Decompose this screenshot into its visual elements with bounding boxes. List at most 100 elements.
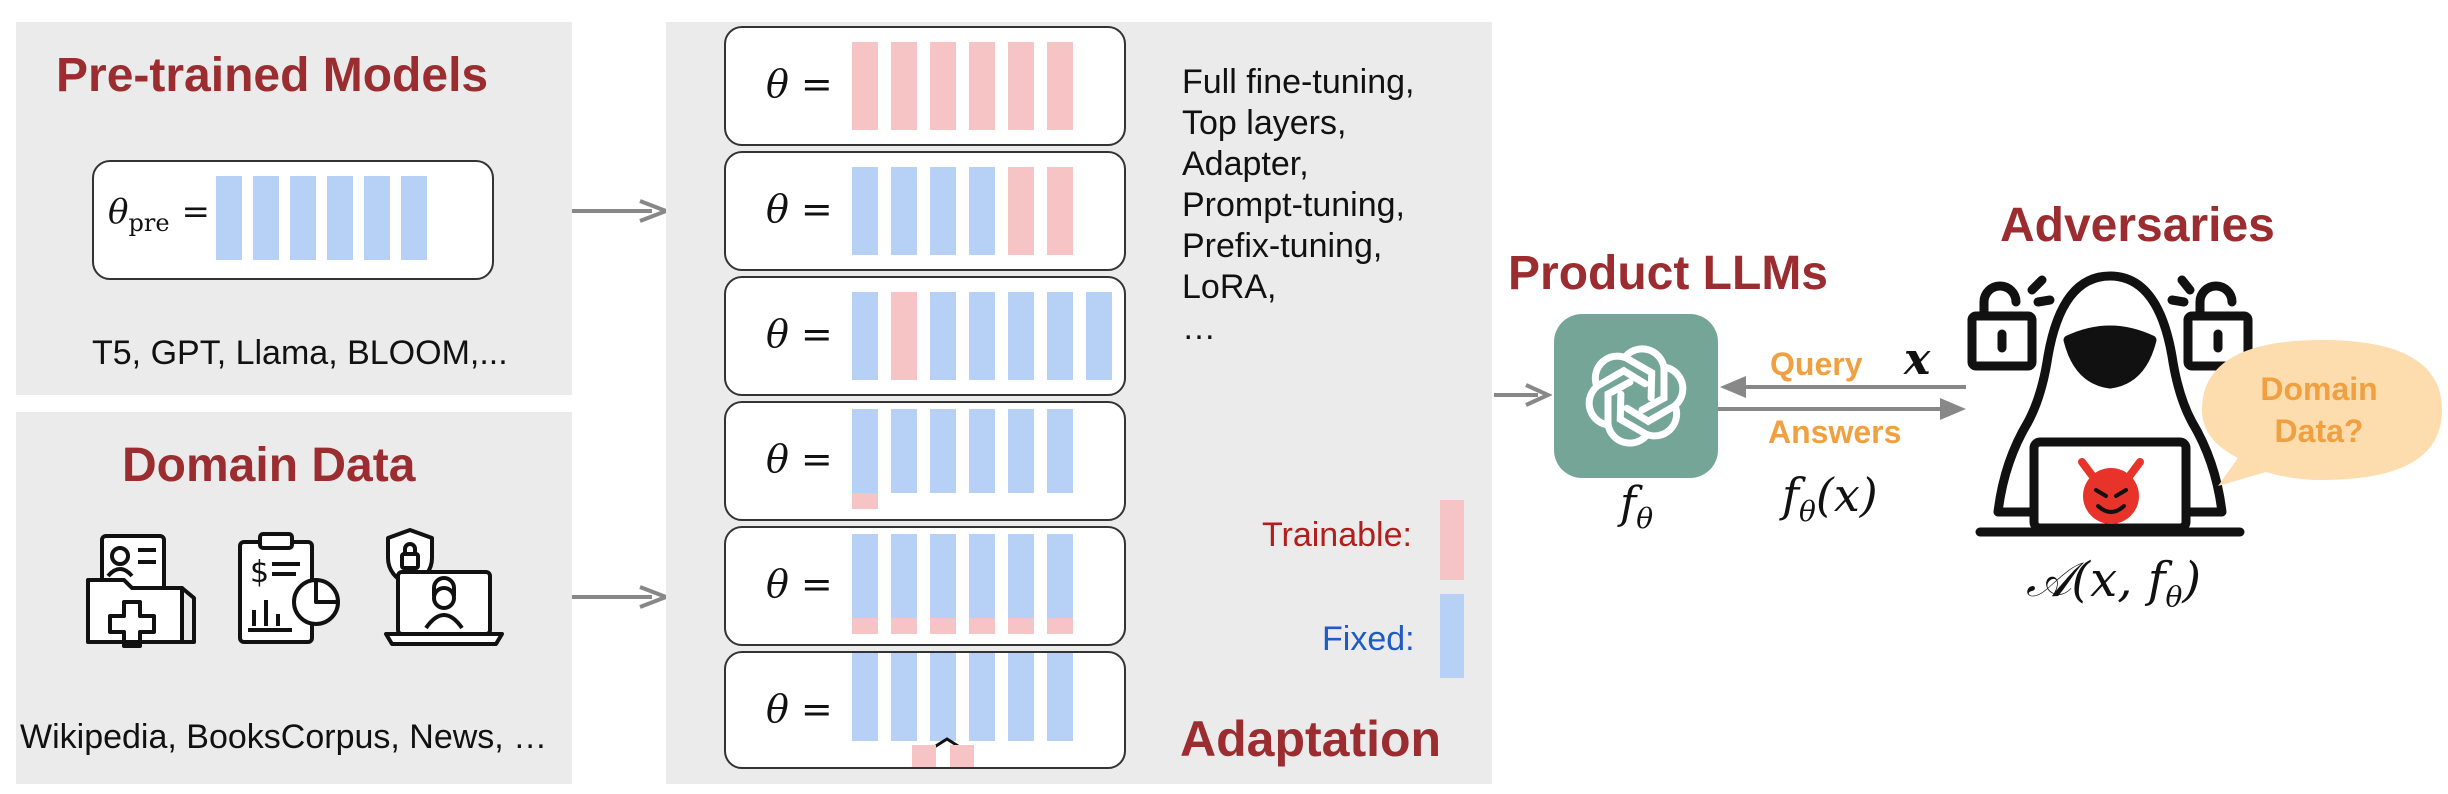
pretrained-layer-bar xyxy=(216,176,242,260)
fixed-layer-bar xyxy=(891,534,917,618)
theta-label: θ= xyxy=(766,562,833,606)
answers-label: Answers xyxy=(1768,414,1902,450)
trainable-prefix-bar xyxy=(1047,618,1073,634)
fixed-layer-bar xyxy=(852,534,878,618)
trainable-prompt-bar xyxy=(852,493,878,509)
trainable-layer-bar xyxy=(891,292,917,380)
fixed-layer-bar xyxy=(891,653,917,741)
adaptation-config-full-fine-tuning: θ= xyxy=(724,26,1126,146)
theta-label: θ= xyxy=(766,62,833,106)
adaptation-title: Adaptation xyxy=(1180,711,1442,767)
trainable-layer-bar xyxy=(1008,42,1034,130)
trainable-prefix-bar xyxy=(930,618,956,634)
method-item: Prefix-tuning, xyxy=(1182,227,1383,265)
arrow-pretrained-to-adaptation xyxy=(572,199,670,223)
fixed-layer-bar xyxy=(1008,653,1034,741)
method-item: LoRA, xyxy=(1182,268,1277,306)
adaptation-config-adapter: θ= xyxy=(724,276,1126,396)
pretrained-layer-bar xyxy=(253,176,279,260)
fixed-layer-bar xyxy=(969,534,995,618)
adversaries-title: Adversaries xyxy=(2000,199,2275,252)
models-caption: T5, GPT, Llama, BLOOM,... xyxy=(92,334,508,372)
theta-label: θ= xyxy=(766,687,833,731)
method-item: Full fine-tuning, xyxy=(1182,63,1415,101)
secure-video-call-icon xyxy=(384,528,504,646)
method-item: Top layers, xyxy=(1182,104,1347,142)
fixed-layer-bar xyxy=(1008,409,1034,493)
pretrained-layer-bar xyxy=(364,176,390,260)
arrow-domain-to-adaptation xyxy=(572,585,670,609)
trainable-layer-bar xyxy=(1047,167,1073,255)
adaptation-methods-list: Full fine-tuning, Top layers, Adapter, P… xyxy=(1182,62,1414,349)
speech-bubble-icon xyxy=(2202,340,2442,486)
answers-arrow xyxy=(1718,398,1966,420)
method-item: … xyxy=(1182,309,1216,347)
svg-text:$: $ xyxy=(250,555,269,590)
fixed-layer-bar xyxy=(930,534,956,618)
equals-sign: = xyxy=(181,192,211,232)
theta-pre-label: θpre = xyxy=(108,192,210,237)
devil-emoji-icon xyxy=(2078,458,2144,524)
trainable-layer-bar xyxy=(930,42,956,130)
trainable-layer-bar xyxy=(1047,42,1073,130)
legend-trainable-swatch xyxy=(1440,500,1464,580)
trainable-prefix-bar xyxy=(852,618,878,634)
fixed-layer-bar xyxy=(1008,292,1034,380)
fixed-layer-bar xyxy=(930,653,956,741)
fixed-layer-bar xyxy=(891,167,917,255)
fixed-layer-bar xyxy=(852,653,878,741)
theta-pre-sub: pre xyxy=(128,208,170,237)
pretrained-title: Pre-trained Models xyxy=(56,49,489,102)
financial-report-icon: $ xyxy=(238,532,340,644)
trainable-prefix-bar xyxy=(1008,618,1034,634)
attack-expression: 𝒜(x, fθ) xyxy=(2026,552,2202,614)
fixed-layer-bar xyxy=(969,653,995,741)
speech-bubble-text: Domain Data? xyxy=(2260,371,2378,449)
theta-label: θ= xyxy=(766,312,833,356)
trainable-lora-bar xyxy=(912,745,936,767)
theta-symbol: θ xyxy=(108,192,129,232)
pretrained-layer-bar xyxy=(290,176,316,260)
legend-fixed-swatch xyxy=(1440,594,1464,678)
adaptation-config-top-layers: θ= xyxy=(724,151,1126,271)
fixed-layer-bar xyxy=(969,167,995,255)
trainable-prefix-bar xyxy=(969,618,995,634)
legend-fixed-label: Fixed: xyxy=(1322,620,1415,658)
arrow-adaptation-to-product xyxy=(1494,383,1552,407)
theta-label: θ= xyxy=(766,437,833,481)
fixed-layer-bar xyxy=(1047,292,1073,380)
fixed-layer-bar xyxy=(1047,653,1073,741)
method-item: Prompt-tuning, xyxy=(1182,186,1405,224)
query-arrow xyxy=(1720,376,1966,398)
fixed-layer-bar xyxy=(969,292,995,380)
trainable-layer-bar xyxy=(891,42,917,130)
fixed-layer-bar xyxy=(930,292,956,380)
fixed-layer-bar xyxy=(852,167,878,255)
fixed-layer-bar xyxy=(852,409,878,493)
chatgpt-logo-icon xyxy=(1554,314,1718,478)
adaptation-config-prefix-tuning: θ= xyxy=(724,526,1126,646)
pretrained-layer-bar xyxy=(401,176,427,260)
trainable-layer-bar xyxy=(969,42,995,130)
pretrained-layer-bar xyxy=(327,176,353,260)
medical-folder-icon xyxy=(86,534,196,648)
model-label: fθ xyxy=(1620,478,1654,535)
fixed-layer-bar xyxy=(1086,292,1112,380)
method-item: Adapter, xyxy=(1182,145,1309,183)
product-title: Product LLMs xyxy=(1508,247,1828,300)
adaptation-config-lora: θ= xyxy=(724,651,1126,769)
answers-expression: fθ(x) xyxy=(1782,468,1878,529)
fixed-layer-bar xyxy=(1008,534,1034,618)
trainable-layer-bar xyxy=(1008,167,1034,255)
fixed-layer-bar xyxy=(1047,409,1073,493)
fixed-layer-bar xyxy=(891,409,917,493)
trainable-prefix-bar xyxy=(891,618,917,634)
fixed-layer-bar xyxy=(1047,534,1073,618)
theta-label: θ= xyxy=(766,187,833,231)
fixed-layer-bar xyxy=(930,167,956,255)
domain-title: Domain Data xyxy=(122,439,416,492)
fixed-layer-bar xyxy=(969,409,995,493)
fixed-layer-bar xyxy=(930,409,956,493)
adaptation-config-prompt-tuning: θ= xyxy=(724,401,1126,521)
legend-trainable-label: Trainable: xyxy=(1262,516,1412,554)
